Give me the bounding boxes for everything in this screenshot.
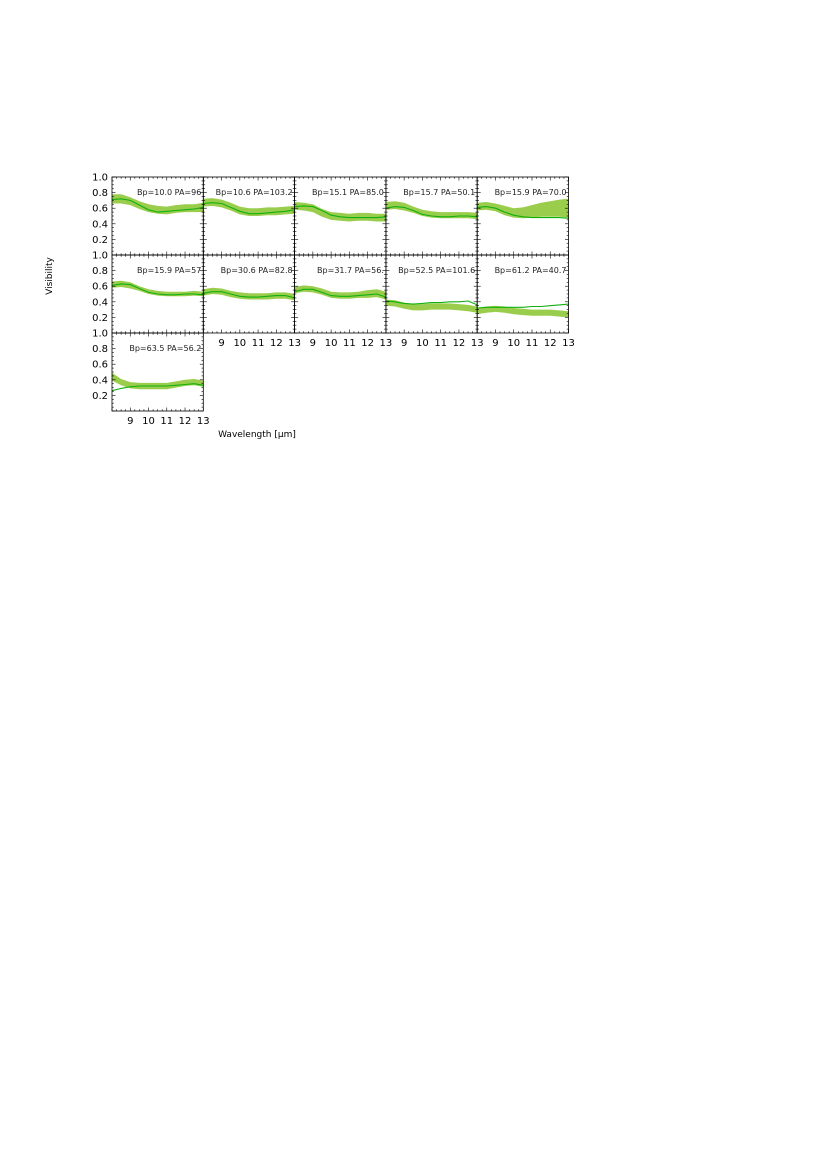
panel-label: Bp=30.6 PA=82.8 <box>221 266 293 275</box>
panel-5: Bp=15.9 PA=70.0 <box>476 176 569 256</box>
panel-1: 0.2 0.4 0.6 0.8 1.0Bp=10.0 PA=96 <box>92 173 204 256</box>
y-axis-label: Visibility <box>45 256 55 294</box>
x-tick-label: 11 <box>526 338 539 349</box>
x-tick-label: 11 <box>252 338 265 349</box>
x-tick-label: 13 <box>471 338 484 349</box>
y-tick-label: 0.6 <box>92 204 108 215</box>
x-tick-label: 11 <box>160 416 173 427</box>
model-curve <box>111 198 204 213</box>
model-curve <box>385 300 478 306</box>
x-tick-label: 13 <box>288 338 301 349</box>
model-curve <box>203 202 295 215</box>
panel-label: Bp=10.0 PA=96 <box>137 188 201 197</box>
observed-band <box>203 198 295 216</box>
panel-6: 0.2 0.4 0.6 0.8 1.0Bp=15.9 PA=57 <box>92 251 204 334</box>
model-curve <box>294 288 387 298</box>
observed-band <box>385 201 478 220</box>
observed-band <box>477 305 569 318</box>
x-tick-label: 10 <box>325 338 338 349</box>
model-curve <box>477 303 569 309</box>
panel-label: Bp=63.5 PA=56.2 <box>129 344 201 353</box>
panel-11: 0.2 0.4 0.6 0.8 1.0 9 10 11 12 13 Bp=63.5 PA=56.2 <box>92 329 210 428</box>
y-tick-label: 0.4 <box>92 375 108 386</box>
model-curve <box>385 206 478 218</box>
x-tick-label: 10 <box>507 338 520 349</box>
y-tick-label: 0.8 <box>92 344 108 355</box>
model-curve <box>111 383 204 392</box>
x-tick-label: 12 <box>179 416 192 427</box>
x-tick-label: 11 <box>434 338 447 349</box>
x-tick-label: 12 <box>270 338 283 349</box>
x-tick-label: 13 <box>380 338 393 349</box>
panel-10: 9 10 11 12 13 Bp=61.2 PA=40.7 <box>476 254 575 349</box>
panel-label: Bp=15.1 PA=85.0 <box>312 188 384 197</box>
y-tick-label: 0.2 <box>92 391 108 402</box>
y-tick-label: 1.0 <box>92 173 108 184</box>
x-tick-label: 12 <box>361 338 374 349</box>
model-curve <box>294 205 386 219</box>
y-tick-label: 0.8 <box>92 266 108 277</box>
panel-label: Bp=10.6 PA=103.2 <box>216 188 293 197</box>
x-tick-label: 13 <box>562 338 575 349</box>
x-tick-label: 13 <box>197 416 210 427</box>
y-tick-label: 0.4 <box>92 297 108 308</box>
panel-label: Bp=52.5 PA=101.6 <box>398 266 475 275</box>
panel-label: Bp=15.9 PA=70.0 <box>495 188 567 197</box>
x-tick-label: 9 <box>310 338 316 349</box>
x-tick-label: 9 <box>127 416 133 427</box>
panel-label: Bp=15.9 PA=57 <box>137 266 201 275</box>
observed-band <box>477 198 569 219</box>
y-tick-label: 0.2 <box>92 235 108 246</box>
y-tick-label: 0.8 <box>92 188 108 199</box>
observed-band <box>294 202 386 222</box>
observed-band <box>112 280 204 297</box>
x-tick-label: 9 <box>492 338 498 349</box>
panel-label: Bp=31.7 PA=56. <box>317 266 384 275</box>
panel-9: 9 10 11 12 13 Bp=52.5 PA=101.6 <box>385 254 484 349</box>
observed-band <box>294 285 386 300</box>
x-tick-label: 10 <box>142 416 155 427</box>
panel-4: Bp=15.7 PA=50.1 <box>385 176 478 256</box>
x-axis-label: Wavelength [μm] <box>218 430 296 440</box>
x-tick-label: 9 <box>401 338 407 349</box>
x-tick-label: 10 <box>416 338 429 349</box>
observed-band <box>203 287 295 301</box>
observed-band <box>385 299 478 313</box>
observed-band <box>112 372 204 390</box>
x-tick-label: 11 <box>343 338 356 349</box>
x-tick-label: 10 <box>233 338 246 349</box>
model-curve <box>477 206 569 219</box>
observed-band <box>112 194 204 215</box>
y-tick-label: 1.0 <box>92 251 108 262</box>
panel-label: Bp=61.2 PA=40.7 <box>495 266 567 275</box>
model-curve <box>111 283 204 296</box>
panel-8: 9 10 11 12 13 Bp=31.7 PA=56. <box>294 254 393 349</box>
model-curve <box>203 291 295 299</box>
x-tick-label: 9 <box>218 338 224 349</box>
y-tick-label: 0.6 <box>92 282 108 293</box>
x-tick-label: 12 <box>453 338 466 349</box>
panel-7: 9 10 11 12 13 Bp=30.6 PA=82.8 <box>202 254 301 349</box>
y-tick-label: 0.4 <box>92 219 108 230</box>
y-tick-label: 0.2 <box>92 313 108 324</box>
panel-2: Bp=10.6 PA=103.2 <box>202 176 296 256</box>
y-tick-label: 0.6 <box>92 360 108 371</box>
x-tick-label: 12 <box>544 338 557 349</box>
panel-label: Bp=15.7 PA=50.1 <box>403 188 475 197</box>
panel-3: Bp=15.1 PA=85.0 <box>294 176 387 256</box>
y-tick-label: 1.0 <box>92 329 108 340</box>
